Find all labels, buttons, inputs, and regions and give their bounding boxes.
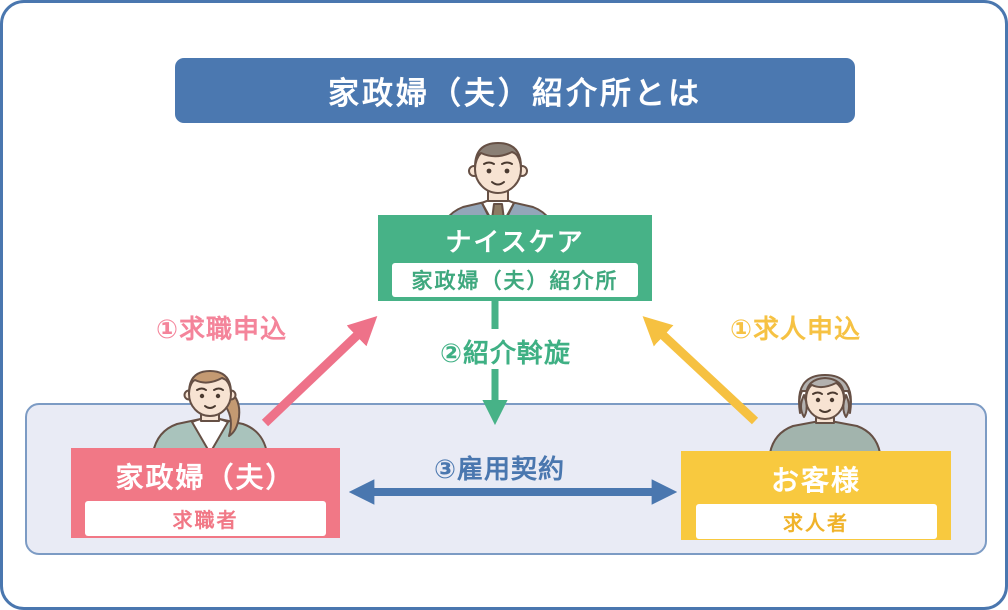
agency-subtitle: 家政婦（夫）紹介所: [392, 263, 638, 297]
customer-name: お客様: [770, 465, 861, 496]
page-title: 家政婦（夫）紹介所とは: [328, 76, 702, 111]
woman-avatar: [152, 370, 268, 453]
customer-box: お客様 求人者: [681, 451, 951, 540]
job-seek-label: ①求職申込: [156, 314, 288, 344]
referral-label: ②紹介斡旋: [440, 338, 572, 368]
agency-name: ナイスケア: [445, 227, 585, 257]
agency-box: ナイスケア 家政婦（夫）紹介所: [378, 215, 652, 301]
housekeeper-box: 家政婦（夫） 求職者: [71, 448, 340, 538]
job-offer-label: ①求人申込: [730, 314, 862, 344]
employment-label: ③雇用契約: [434, 454, 566, 484]
housekeeper-role: 求職者: [85, 501, 326, 536]
customer-role: 求人者: [695, 504, 937, 539]
elderly-woman-avatar: [769, 374, 881, 453]
housekeeper-name: 家政婦（夫）: [115, 462, 296, 493]
title-banner: 家政婦（夫）紹介所とは: [175, 58, 855, 123]
